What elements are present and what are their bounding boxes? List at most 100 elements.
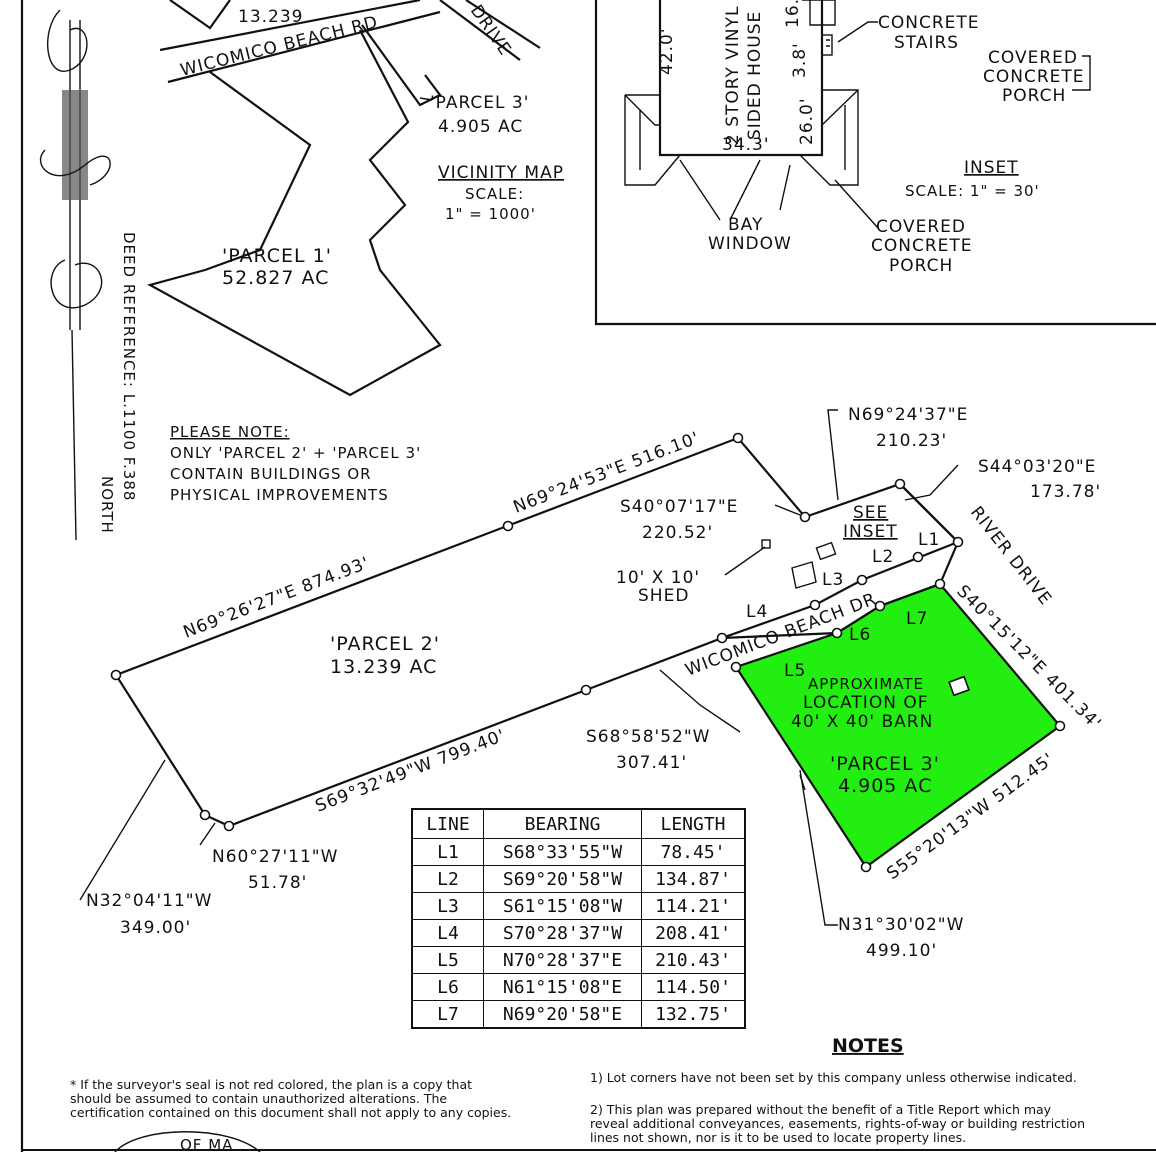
bearing-s68-58-52-length: 307.41' [616, 753, 687, 773]
seal-footnote-line1: * If the surveyor's seal is not red colo… [70, 1077, 473, 1092]
bearing-s40-07-17: S40°07'17"E [620, 497, 738, 517]
cell-line: L4 [411, 919, 484, 947]
inset-dim-16: 16.0' [783, 0, 803, 28]
vicinity-map: 13.239 WICOMICO BEACH RD DRIVE 'PARCEL 3… [147, 0, 564, 397]
vicinity-parcel3-name: 'PARCEL 3' [430, 93, 529, 113]
shed-label-2: SHED [638, 586, 689, 606]
bearing-n31-30-02-length: 499.10' [866, 941, 937, 961]
inset-stairs-label-2: STAIRS [894, 33, 959, 53]
inset-house-label-2: SIDED HOUSE [745, 11, 765, 140]
inset-box: 42.0' 2 STORY VINYL SIDED HOUSE 34.3' 26… [594, 0, 1156, 326]
parcel2-area: 13.239 AC [330, 656, 437, 678]
inset-bay-label-1: BAY [728, 215, 763, 235]
bearing-n31-30-02: N31°30'02"W [838, 915, 964, 935]
notes-block: 1) Lot corners have not been set by this… [590, 1071, 1150, 1145]
vicinity-parcel1-name: 'PARCEL 1' [222, 245, 332, 267]
seal-footnote: * If the surveyor's seal is not red colo… [70, 1078, 550, 1120]
bearing-s68-58-52: S68°58'52"W [586, 727, 711, 747]
deed-reference: DEED REFERENCE: L.1100 F.388 NORTH [98, 232, 138, 534]
line-label-l4: L4 [746, 602, 768, 622]
cell-length: 210.43' [641, 946, 746, 974]
inset-porch-bot-3: PORCH [889, 256, 953, 276]
shed-symbol [724, 539, 771, 576]
barn-symbol [948, 675, 970, 697]
inset-bay-label-2: WINDOW [708, 234, 792, 254]
bearing-n60-27-11-length: 51.78' [248, 873, 307, 893]
inset-house-label-1: 2 STORY VINYL [723, 5, 743, 145]
cell-length: 114.21' [641, 892, 746, 920]
bearing-n32-04-11-length: 349.00' [120, 918, 191, 938]
please-note-line1: ONLY 'PARCEL 2' + 'PARCEL 3' [170, 444, 421, 462]
corner-points [110, 432, 1066, 873]
cell-length: 132.75' [641, 1000, 746, 1029]
seal-text: OF MA [180, 1136, 233, 1152]
vicinity-scale-value: 1" = 1000' [445, 205, 536, 223]
line-label-l1: L1 [918, 530, 940, 550]
ornament-shading [62, 90, 88, 200]
deed-north-text: NORTH [98, 476, 116, 534]
notes-title: NOTES [832, 1035, 904, 1057]
line-label-l7: L7 [906, 609, 928, 629]
barn-label-3: 40' X 40' BARN [791, 712, 933, 732]
cell-line: L5 [411, 946, 484, 974]
note-2-line2: reveal additional conveyances, easements… [590, 1116, 1085, 1131]
cell-bearing: N70°28'37"E [483, 946, 642, 974]
line-table-header: LINE BEARING LENGTH [411, 808, 746, 839]
bearing-n69-24-37: N69°24'37"E [848, 405, 968, 425]
line-label-l2: L2 [872, 547, 894, 567]
deed-reference-text: DEED REFERENCE: L.1100 F.388 [120, 232, 138, 501]
cell-line: L3 [411, 892, 484, 920]
see-inset-label-1: SEE [853, 503, 888, 523]
please-note-line3: PHYSICAL IMPROVEMENTS [170, 486, 389, 504]
inset-title: INSET [964, 158, 1019, 178]
cell-bearing: S70°28'37"W [483, 919, 642, 947]
inset-porch-top-2: CONCRETE [983, 67, 1085, 87]
cell-line: L7 [411, 1000, 484, 1029]
cell-line: L2 [411, 865, 484, 893]
parcel3-name: 'PARCEL 3' [830, 753, 940, 775]
cell-bearing: N69°20'58"E [483, 1000, 642, 1029]
note-2-line3: lines not shown, nor is it to be used to… [590, 1130, 967, 1145]
house-footprint [791, 541, 837, 589]
cell-length: 78.45' [641, 838, 746, 866]
inset-porch-bot-2: CONCRETE [871, 236, 973, 256]
cell-length: 134.87' [641, 865, 746, 893]
note-1: 1) Lot corners have not been set by this… [590, 1070, 1077, 1085]
cell-bearing: S68°33'55"W [483, 838, 642, 866]
bearing-s44-03-20-length: 173.78' [1030, 482, 1101, 502]
barn-label-1: APPROXIMATE [808, 675, 924, 693]
inset-dim-26: 26.0' [797, 97, 817, 145]
please-note: PLEASE NOTE: ONLY 'PARCEL 2' + 'PARCEL 3… [170, 423, 421, 504]
border-ornament [20, 0, 111, 1152]
inset-house-width: 42.0' [657, 27, 677, 75]
please-note-line2: CONTAIN BUILDINGS OR [170, 465, 372, 483]
header-bearing: BEARING [483, 808, 642, 839]
line-label-l6: L6 [849, 625, 871, 645]
header-length: LENGTH [641, 808, 746, 839]
vicinity-scale-label: SCALE: [465, 185, 524, 203]
barn-label-2: LOCATION OF [803, 693, 928, 713]
cell-bearing: S61°15'08"W [483, 892, 642, 920]
surveyor-seal: OF MA [114, 1131, 261, 1152]
inset-stairs-label-1: CONCRETE [878, 13, 980, 33]
cell-length: 114.50' [641, 973, 746, 1001]
please-note-title: PLEASE NOTE: [170, 423, 290, 441]
bearing-n32-04-11: N32°04'11"W [86, 891, 212, 911]
parcel3-area: 4.905 AC [838, 775, 932, 797]
cell-length: 208.41' [641, 919, 746, 947]
line-label-l3: L3 [822, 570, 844, 590]
inset-scale: SCALE: 1" = 30' [905, 182, 1040, 200]
header-line: LINE [411, 808, 484, 839]
see-inset-label-2: INSET [843, 522, 898, 542]
shed-label-1: 10' X 10' [616, 568, 700, 588]
cell-line: L1 [411, 838, 484, 866]
bearing-s40-07-17-length: 220.52' [642, 523, 713, 543]
line-label-l5: L5 [784, 661, 806, 681]
inset-porch-top-3: PORCH [1002, 86, 1066, 106]
vicinity-map-title: VICINITY MAP [438, 163, 564, 183]
